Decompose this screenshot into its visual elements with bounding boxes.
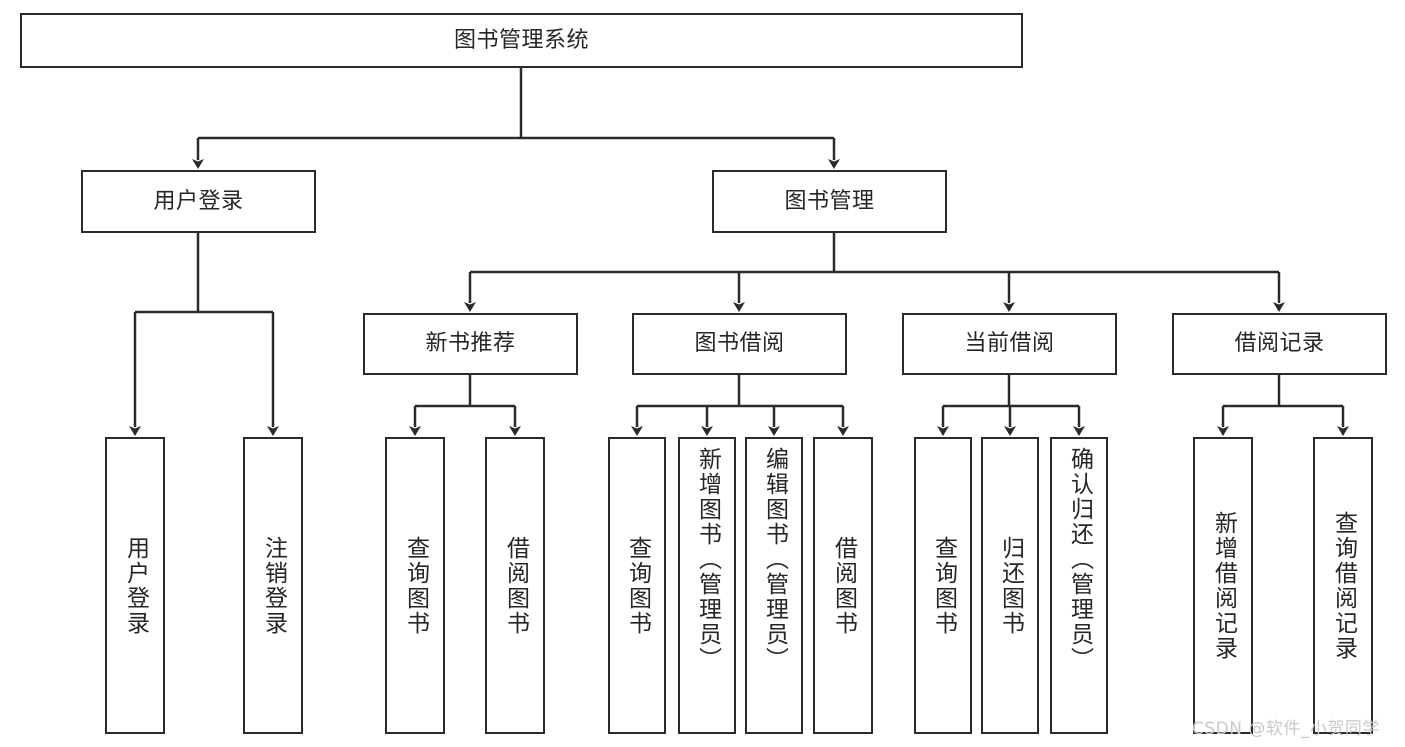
node-new-book-recommend-label: 新书推荐 — [425, 331, 516, 357]
node-root[interactable]: 图书管理系统 — [20, 13, 1023, 68]
csdn-watermark: CSDN @软件_小贺同学 — [1192, 719, 1380, 739]
node-leaf-query-book-2-label: 查询图书 — [624, 535, 651, 636]
node-leaf-borrow-book-1[interactable]: 借阅图书 — [485, 437, 545, 734]
node-leaf-add-record-label: 新增借阅记录 — [1210, 510, 1237, 661]
node-leaf-query-book-1-label: 查询图书 — [402, 535, 429, 636]
node-current-borrow-label: 当前借阅 — [964, 331, 1055, 357]
node-new-book-recommend[interactable]: 新书推荐 — [363, 313, 578, 375]
node-book-manage-label: 图书管理 — [784, 188, 875, 214]
node-leaf-query-record-label: 查询借阅记录 — [1330, 510, 1357, 661]
node-leaf-logout[interactable]: 注销登录 — [243, 437, 303, 734]
node-leaf-add-book[interactable]: 新增图书（管理员） — [678, 437, 736, 734]
node-leaf-confirm-return-label: 确认归还（管理员） — [1066, 447, 1093, 672]
node-book-borrow-label: 图书借阅 — [694, 331, 785, 357]
node-leaf-query-record[interactable]: 查询借阅记录 — [1313, 437, 1373, 734]
node-leaf-return-book-label: 归还图书 — [997, 535, 1024, 636]
node-leaf-confirm-return[interactable]: 确认归还（管理员） — [1050, 437, 1108, 734]
node-leaf-logout-label: 注销登录 — [260, 535, 287, 636]
node-leaf-add-book-label: 新增图书（管理员） — [694, 447, 721, 672]
node-book-borrow[interactable]: 图书借阅 — [632, 313, 847, 375]
node-borrow-record-label: 借阅记录 — [1234, 331, 1325, 357]
node-leaf-query-book-3[interactable]: 查询图书 — [914, 437, 972, 734]
node-leaf-edit-book[interactable]: 编辑图书（管理员） — [745, 437, 803, 734]
node-leaf-borrow-book-1-label: 借阅图书 — [502, 535, 529, 636]
node-leaf-borrow-book-2-label: 借阅图书 — [830, 535, 857, 636]
node-book-manage[interactable]: 图书管理 — [712, 170, 947, 233]
node-leaf-edit-book-label: 编辑图书（管理员） — [761, 447, 788, 672]
node-leaf-borrow-book-2[interactable]: 借阅图书 — [813, 437, 873, 734]
node-root-label: 图书管理系统 — [453, 27, 589, 53]
node-leaf-user-login-label: 用户登录 — [122, 535, 149, 636]
node-leaf-query-book-3-label: 查询图书 — [930, 535, 957, 636]
node-user-login-label: 用户登录 — [153, 188, 244, 214]
node-leaf-query-book-1[interactable]: 查询图书 — [385, 437, 445, 734]
node-leaf-add-record[interactable]: 新增借阅记录 — [1193, 437, 1253, 734]
node-leaf-query-book-2[interactable]: 查询图书 — [608, 437, 666, 734]
node-leaf-return-book[interactable]: 归还图书 — [981, 437, 1039, 734]
node-current-borrow[interactable]: 当前借阅 — [902, 313, 1117, 375]
node-leaf-user-login[interactable]: 用户登录 — [105, 437, 165, 734]
node-borrow-record[interactable]: 借阅记录 — [1172, 313, 1387, 375]
node-user-login[interactable]: 用户登录 — [81, 170, 316, 233]
